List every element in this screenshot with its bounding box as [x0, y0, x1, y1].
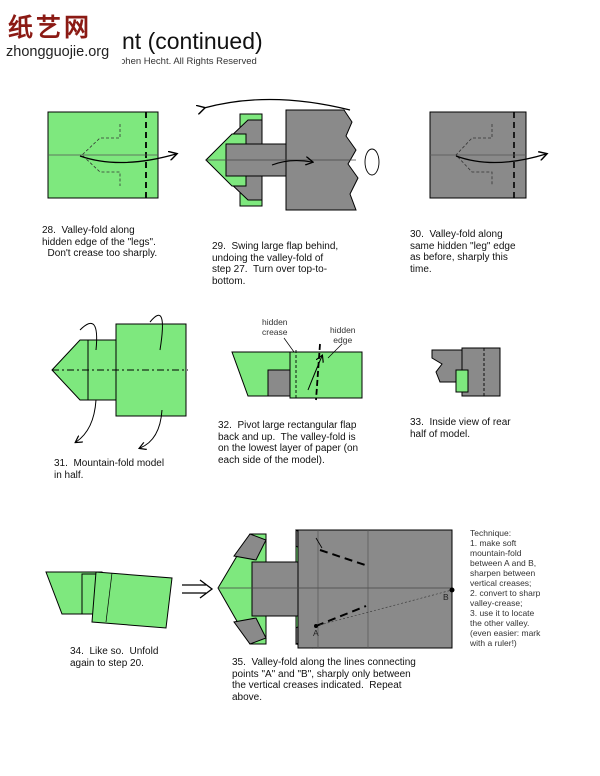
watermark-site: zhongguojie.org — [6, 44, 110, 60]
step-33-diagram — [431, 347, 501, 397]
technique-note: Technique: 1. make soft mountain-fold be… — [470, 528, 541, 648]
step-28-caption: 28. Valley-fold along hidden edge of the… — [42, 225, 158, 259]
step-29-diagram — [204, 98, 380, 211]
step-28-diagram — [47, 111, 176, 199]
step-34-caption: 34. Like so. Unfold again to step 20. — [70, 646, 159, 669]
watermark-logo-cn: 纸艺网 — [8, 13, 93, 42]
page-title: nt (continued) — [122, 28, 263, 54]
step-31-diagram — [51, 315, 188, 448]
step-35-caption: 35. Valley-fold along the lines connecti… — [232, 657, 416, 703]
step-30-diagram — [429, 111, 546, 199]
arrow-right-icon — [182, 579, 214, 599]
step-29-caption: 29. Swing large flap behind, undoing the… — [212, 241, 339, 287]
step-33-caption: 33. Inside view of rear half of model. — [410, 417, 511, 440]
watermark — [0, 4, 122, 66]
step-34-diagram — [45, 571, 173, 629]
step-30-caption: 30. Valley-fold along same hidden "leg" … — [410, 229, 516, 275]
step-31-caption: 31. Mountain-fold model in half. — [54, 458, 165, 481]
hidden-crease-label: hidden crease — [262, 317, 288, 337]
step-32-diagram — [231, 337, 363, 401]
copyright-line: ohen Hecht. All Rights Reserved — [120, 56, 257, 67]
step-32-caption: 32. Pivot large rectangular flap back an… — [218, 420, 359, 466]
hidden-edge-label: hidden edge — [330, 325, 356, 345]
point-b-label: B — [443, 592, 449, 602]
point-a-label: A — [313, 628, 319, 638]
step-35-diagram — [217, 529, 455, 649]
